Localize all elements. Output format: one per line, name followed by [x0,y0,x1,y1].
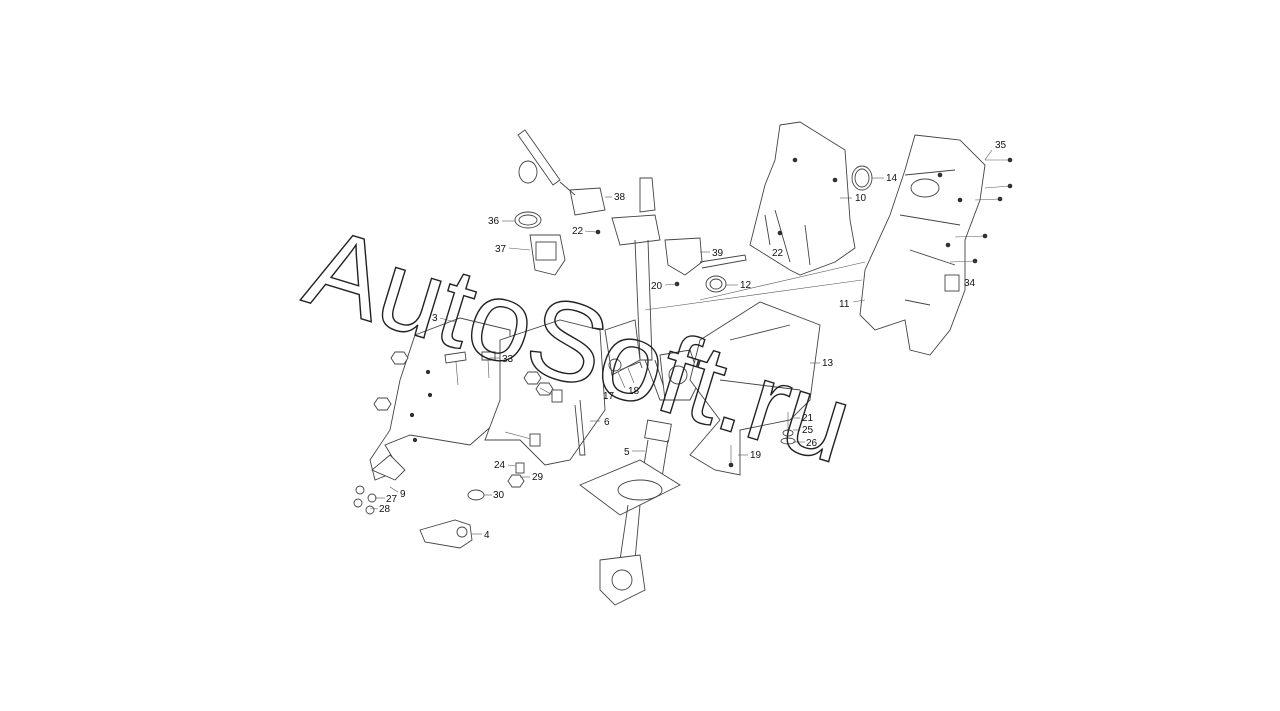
clamp-part-17 [604,319,643,376]
screw-set-19-21 [728,412,796,468]
callout-37: 37 [495,244,507,255]
steering-column-5 [579,177,681,606]
cover-part-10 [749,121,856,276]
ring-part-36 [514,211,542,229]
callout-38: 38 [614,192,626,203]
knob-part-12 [705,275,727,293]
callout-14: 14 [886,173,898,184]
washer-part-30 [467,489,485,501]
callout-29: 29 [532,472,544,483]
callout-3: 3 [432,313,438,324]
stalk-lever-38 [517,129,606,216]
callout-28: 28 [379,504,391,515]
callout-21: 21 [802,413,814,424]
universal-joint [659,349,701,401]
switch-part-39 [664,237,747,276]
callout-13: 13 [822,358,834,369]
bracket-part-3 [369,317,511,481]
cover-part-13 [689,301,821,476]
fastener-set-27-28 [353,485,377,515]
screw-set-35 [974,157,1013,202]
screw-set-34 [944,233,988,292]
screw-part-22b [777,230,783,236]
callout-25: 25 [802,425,814,436]
callout-10: 10 [855,193,867,204]
callout-11: 11 [839,299,850,310]
callout-39: 39 [712,248,724,259]
fitting-part-24-29 [507,462,525,488]
callout-6: 6 [604,417,610,428]
callout-4: 4 [484,530,490,541]
callout-labels: 35 14 10 38 36 22 37 39 22 20 12 34 11 3… [379,140,1007,541]
callout-24: 24 [494,460,506,471]
callout-30: 30 [493,490,505,501]
bolt-set-6 [504,387,563,447]
callout-17: 17 [603,391,615,402]
callout-5: 5 [624,447,630,458]
ring-part-14 [851,165,873,191]
callout-12: 12 [740,280,752,291]
callout-35: 35 [995,140,1007,151]
callout-9: 9 [400,489,406,500]
housing-part-11 [859,134,986,356]
mount-part-9 [371,454,406,481]
callout-26: 26 [806,438,818,449]
leader-lines [369,149,993,535]
nut-set [373,351,554,411]
callout-36: 36 [488,216,500,227]
screw-part-22 [595,229,601,235]
callout-33: 33 [502,354,514,365]
connector-part-4 [419,519,473,549]
callout-18: 18 [628,386,640,397]
callout-22b: 22 [772,248,784,259]
callout-20: 20 [651,281,663,292]
callout-34: 34 [964,278,976,289]
callout-22: 22 [572,226,584,237]
switch-part-37 [529,234,566,276]
callout-27: 27 [386,494,398,505]
callout-19: 19 [750,450,762,461]
